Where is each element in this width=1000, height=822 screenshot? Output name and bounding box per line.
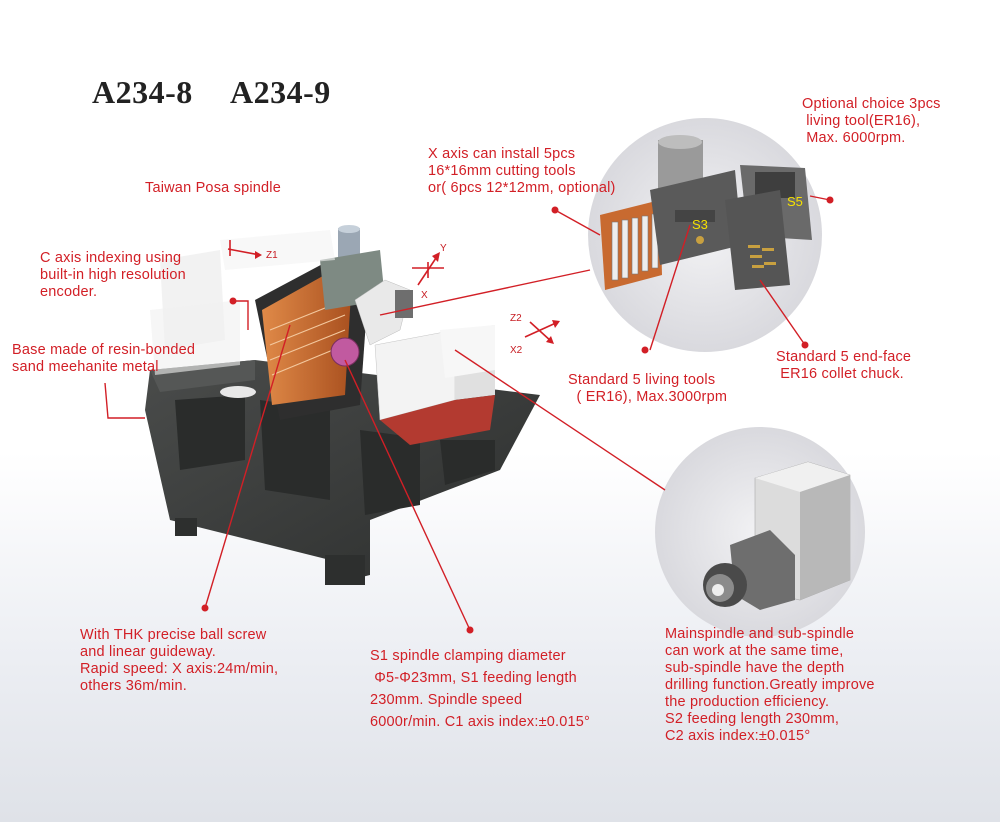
- label-taiwan-spindle: Taiwan Posa spindle: [145, 180, 281, 196]
- tag-s5: S5: [787, 194, 803, 209]
- axis-label-z2: Z2: [510, 313, 522, 324]
- label-base: Base made of resin-bonded sand meehanite…: [12, 342, 196, 375]
- tag-s3: S3: [692, 217, 708, 232]
- sub-spindle-detail-circle: [655, 427, 865, 637]
- model-title-a234-9: A234-9: [230, 74, 331, 110]
- label-sub-spindle: Mainspindle and sub-spindle can work at …: [665, 626, 875, 744]
- label-s1-spindle: S1 spindle clamping diameter Φ5-Φ23mm, S…: [370, 648, 591, 730]
- axis-label-x: X: [421, 290, 428, 301]
- label-x-axis-tools: X axis can install 5pcs 16*16mm cutting …: [428, 146, 616, 196]
- label-c-axis-indexing: C axis indexing using built-in high reso…: [40, 250, 186, 300]
- axis-label-z1: Z1: [266, 250, 278, 261]
- axis-label-y: Y: [440, 243, 447, 254]
- label-standard-living-tools: Standard 5 living tools ( ER16), Max.300…: [568, 372, 728, 405]
- turret-detail-circle: [588, 118, 822, 352]
- label-end-face-collet: Standard 5 end-face ER16 collet chuck.: [776, 349, 912, 382]
- axis-arrows: [227, 240, 560, 344]
- model-title-a234-8: A234-8: [92, 74, 193, 110]
- label-optional-living-tools: Optional choice 3pcs living tool(ER16), …: [802, 96, 941, 146]
- label-ball-screw: With THK precise ball screw and linear g…: [80, 627, 279, 694]
- axis-label-x2: X2: [510, 345, 523, 356]
- leader-dots: [201, 196, 834, 634]
- lathe-machine: [145, 225, 540, 585]
- leader-lines: [104, 195, 831, 631]
